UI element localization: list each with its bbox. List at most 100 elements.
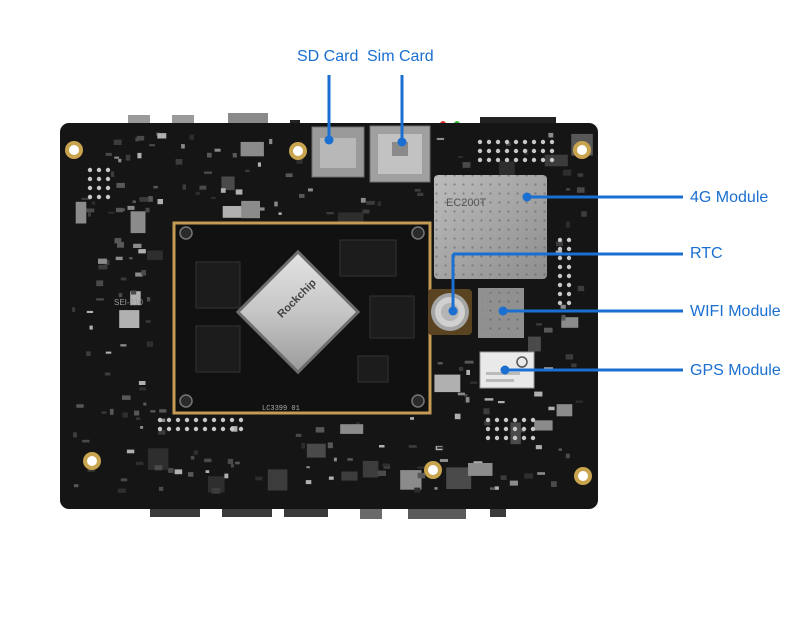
pcb-pad [566, 237, 572, 243]
pcb-pad [157, 426, 163, 432]
pcb-component [153, 185, 158, 189]
pcb-component [556, 404, 573, 417]
pcb-component [175, 159, 183, 165]
4g-module-marking: EC200T [446, 197, 487, 209]
pcb-component [466, 369, 470, 375]
pcb-pad [193, 417, 199, 423]
pcb-pad [512, 435, 518, 441]
pcb-pad [175, 417, 181, 423]
pcb-component [127, 205, 135, 210]
pcb-pad [494, 417, 500, 423]
pcb-pad [184, 426, 190, 432]
pcb-component [86, 351, 91, 357]
pcb-component [328, 476, 334, 480]
pcb-component [193, 450, 199, 455]
pcb-component [109, 408, 114, 415]
pcb-component [347, 458, 353, 461]
sim-card-slot [369, 125, 431, 183]
pcb-component [436, 137, 445, 140]
pcb-component [207, 152, 212, 158]
pcb-pad [503, 435, 509, 441]
pcb-component [89, 325, 93, 330]
pcb-component [308, 188, 313, 192]
pcb-component [230, 464, 234, 468]
pcb-component [528, 336, 541, 352]
pcb-pad [522, 157, 528, 163]
pcb-component [509, 480, 518, 486]
pcb-component [114, 156, 120, 159]
pcb-component [133, 243, 142, 248]
pcb-component [400, 470, 422, 490]
pcb-component [189, 134, 194, 140]
pcb-component [146, 341, 154, 347]
pcb-pad [184, 417, 190, 423]
pcb-component [548, 406, 555, 411]
pcb-pad [494, 426, 500, 432]
pcb-pad [513, 157, 519, 163]
pcb-component [137, 152, 142, 159]
pcb-component [110, 171, 115, 177]
pcb-component [489, 487, 496, 490]
pcb-component [118, 158, 122, 163]
pcb-pad [105, 194, 111, 200]
pcb-component [154, 465, 163, 471]
pcb-component [134, 410, 140, 416]
pcb-component [132, 200, 136, 204]
pcb-component [232, 153, 237, 158]
pcb-component [227, 458, 234, 465]
pcb-component [469, 381, 478, 384]
pcb-component [120, 478, 128, 482]
pcb-component [544, 327, 553, 333]
pcb-component [231, 426, 238, 432]
pcb-component [157, 199, 163, 205]
pcb-pad [566, 300, 572, 306]
pcb-pad [486, 139, 492, 145]
pcb-component [257, 162, 261, 167]
pcb-pad [495, 157, 501, 163]
pcb-component [379, 445, 385, 448]
pcb-component [306, 443, 326, 458]
pcb-component [122, 412, 128, 418]
pcb-component [98, 258, 107, 264]
callout-dots [324, 135, 532, 375]
pcb-component [76, 404, 84, 408]
pcb-pad [521, 435, 527, 441]
pcb-component [465, 397, 470, 403]
pcb-component [571, 363, 577, 368]
pcb-component [305, 480, 312, 485]
pcb-component [377, 201, 382, 206]
pcb-pad [566, 291, 572, 297]
pcb-pad [96, 176, 102, 182]
pcb-component [146, 297, 151, 302]
pcb-pad [486, 157, 492, 163]
pcb-component [145, 207, 150, 213]
pcb-component [458, 156, 463, 158]
pcb-pad [485, 435, 491, 441]
pcb-pad [512, 417, 518, 423]
pcb-component [340, 424, 364, 434]
pcb-component [362, 460, 379, 478]
pcb-pad [540, 148, 546, 154]
pcb-pad [105, 167, 111, 173]
pcb-pad [549, 157, 555, 163]
pcb-component [408, 445, 417, 448]
pcb-component [148, 196, 153, 202]
pcb-pad [504, 148, 510, 154]
pcb-component [120, 344, 127, 347]
pcb-pad [87, 167, 93, 173]
pcb-pad [495, 148, 501, 154]
pcb-component [105, 351, 112, 354]
pcb-component [437, 362, 443, 365]
pcb-component [167, 468, 174, 473]
pcb-component [235, 189, 243, 195]
pcb-component [181, 144, 185, 149]
pcb-component [85, 208, 95, 213]
sd-card-slot [311, 126, 365, 178]
pcb-pad [229, 426, 235, 432]
pcb-pad [512, 426, 518, 432]
pcb-component [105, 152, 112, 156]
pcb-pad [522, 148, 528, 154]
pcb-pad [566, 282, 572, 288]
pcb-component [484, 420, 491, 426]
pcb-pad [166, 417, 172, 423]
